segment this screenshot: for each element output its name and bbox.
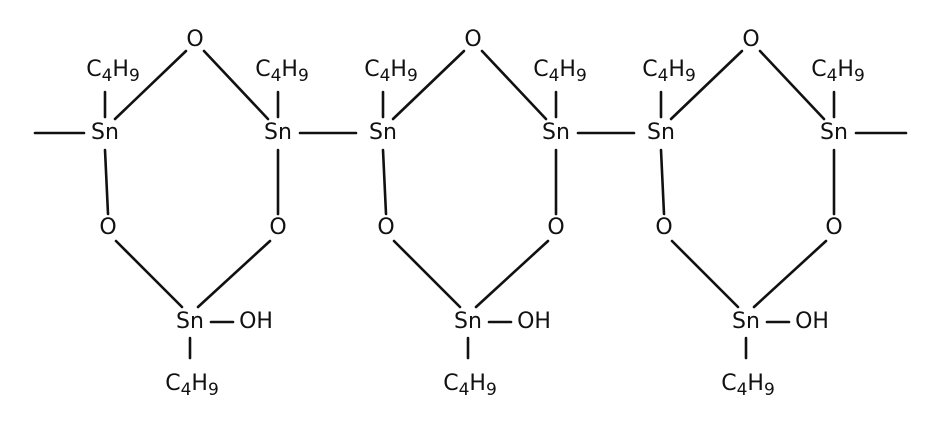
- unit-2-tin-right: Sn: [542, 120, 570, 145]
- unit-3-butyl-bottom: C4H9: [721, 371, 775, 400]
- unit-1-bond-otop-snr: [202, 49, 270, 121]
- unit-2-hydroxyl: OH: [517, 309, 551, 334]
- unit-3-tin-bottom: Sn: [732, 309, 760, 334]
- unit-2-bond-or-snb: [474, 239, 550, 309]
- unit-1-hydroxyl: OH: [239, 309, 273, 334]
- unit-2-oxygen-right: O: [547, 215, 564, 240]
- unit-1-oxygen-left: O: [99, 215, 116, 240]
- unit-3-bond-otop-snr: [758, 49, 826, 121]
- unit-1-butyl-right: C4H9: [255, 57, 309, 86]
- unit-2-tin-left: Sn: [369, 120, 397, 145]
- unit-2-bond-otop-snr: [480, 49, 548, 121]
- unit-1-butyl-bottom: C4H9: [165, 371, 219, 400]
- unit-2-oxygen-top: O: [464, 27, 481, 52]
- unit-3-bond-or-snb: [752, 239, 828, 309]
- unit-3-oxygen-top: O: [742, 27, 759, 52]
- unit-3-hydroxyl: OH: [795, 309, 829, 334]
- unit-2-butyl-left: C4H9: [364, 57, 418, 86]
- unit-3-bond-ol-snb: [670, 239, 740, 309]
- unit-1-bond-snl-ol: [103, 148, 110, 216]
- unit-1-tin-bottom: Sn: [176, 309, 204, 334]
- unit-3-butyl-left: C4H9: [642, 57, 696, 86]
- unit-3-oxygen-left: O: [655, 215, 672, 240]
- unit-2-oxygen-left: O: [377, 215, 394, 240]
- unit-2-butyl-right: C4H9: [533, 57, 587, 86]
- unit-3-bond-snl-ol: [659, 148, 666, 216]
- unit-1-oxygen-top: O: [186, 27, 203, 52]
- unit-1-oxygen-right: O: [269, 215, 286, 240]
- unit-2-bond-ol-snb: [392, 239, 462, 309]
- unit-1-tin-right: Sn: [264, 120, 292, 145]
- unit-3-tin-left: Sn: [647, 120, 675, 145]
- unit-3-butyl-right: C4H9: [811, 57, 865, 86]
- unit-1-butyl-left: C4H9: [86, 57, 140, 86]
- unit-1-tin-left: Sn: [91, 120, 119, 145]
- unit-1-bond-or-snb: [196, 239, 272, 309]
- unit-3-oxygen-right: O: [825, 215, 842, 240]
- unit-2-tin-bottom: Sn: [454, 309, 482, 334]
- unit-1-bond-ol-snb: [114, 239, 184, 309]
- unit-2-bond-snl-ol: [381, 148, 388, 216]
- unit-2-butyl-bottom: C4H9: [443, 371, 497, 400]
- unit-3-bond-snl-otop: [669, 49, 744, 121]
- unit-3-tin-right: Sn: [820, 120, 848, 145]
- unit-1-bond-snl-otop: [113, 49, 188, 121]
- unit-2-bond-snl-otop: [391, 49, 466, 121]
